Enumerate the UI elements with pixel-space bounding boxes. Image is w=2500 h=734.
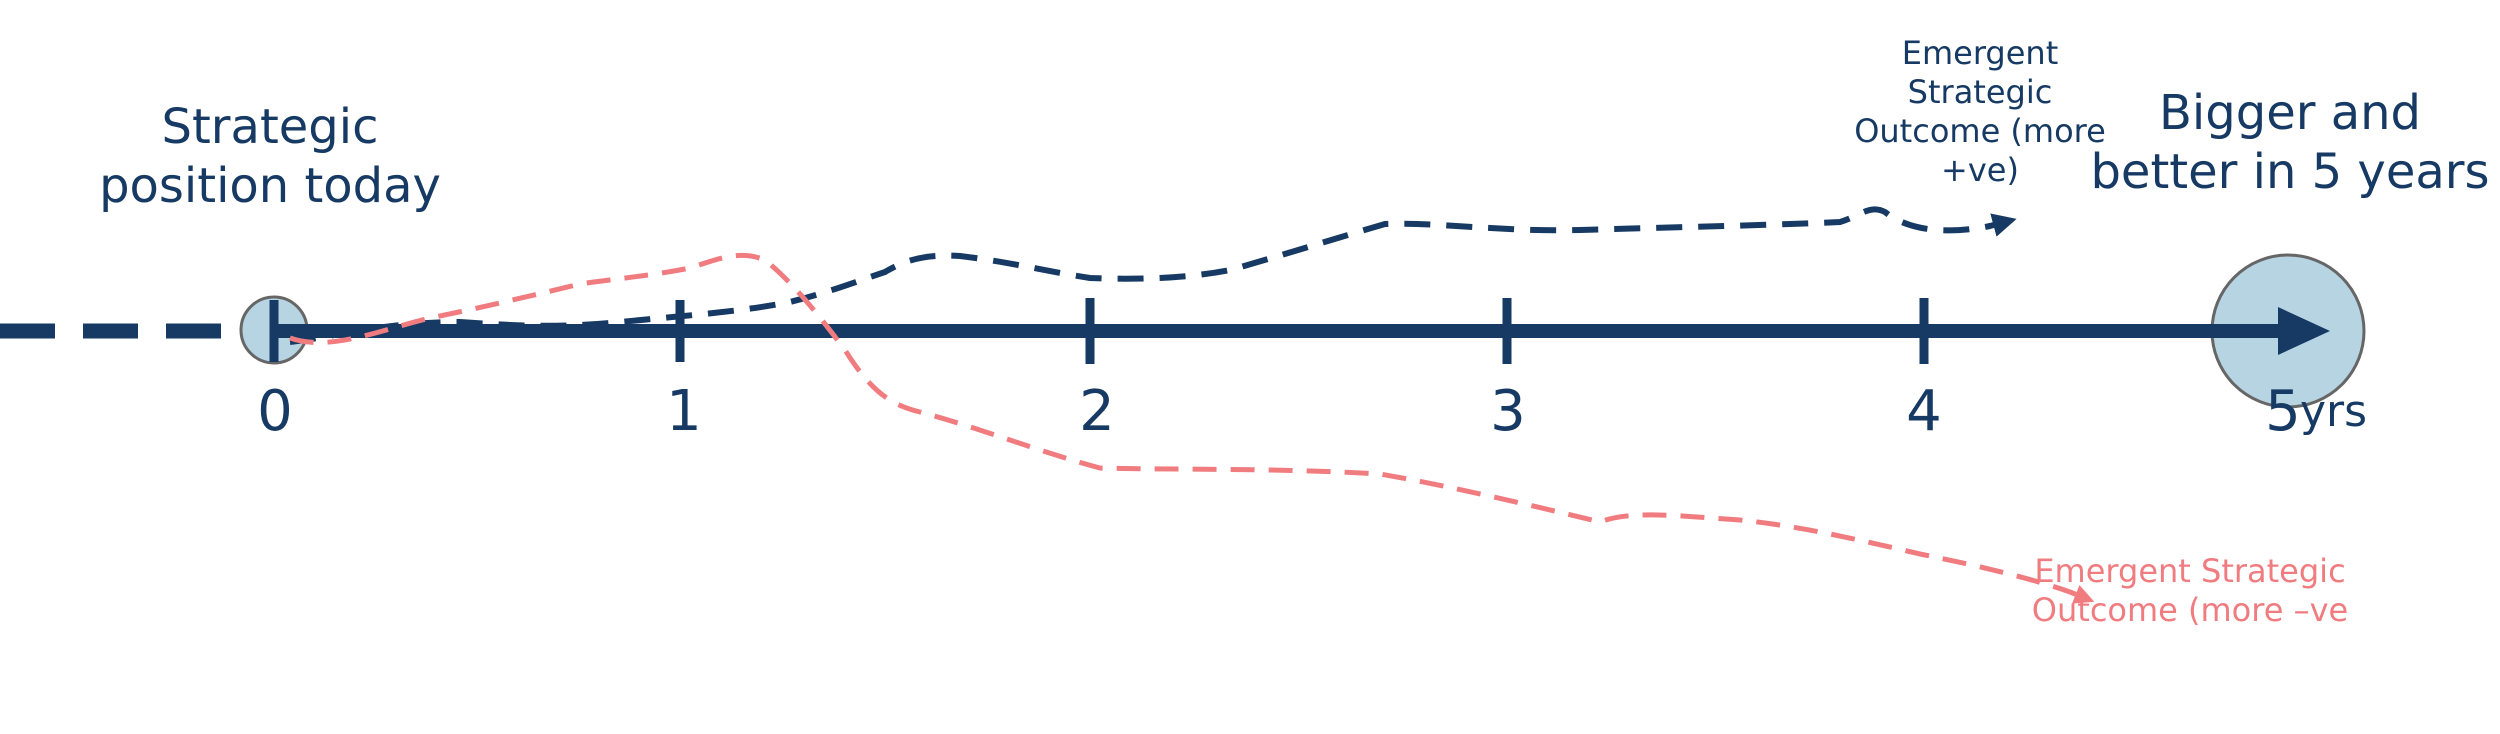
tick-label-4: 4 bbox=[1906, 379, 1942, 444]
start-position-label: Strategic position today bbox=[99, 99, 441, 214]
end-goal-label: Bigger and better in 5 years bbox=[2090, 85, 2490, 200]
tick-label-1: 1 bbox=[666, 379, 702, 444]
positive-outcome-label: Emergent Strategic Outcome (more +ve) bbox=[1854, 34, 2106, 190]
tick-label-2: 2 bbox=[1079, 379, 1115, 444]
tick-label-3: 3 bbox=[1490, 379, 1526, 444]
axis-arrowhead bbox=[2278, 307, 2330, 355]
tick-label-5: 5 bbox=[2265, 379, 2301, 444]
negative-outcome-path bbox=[289, 252, 2095, 604]
tick-unit-yrs: yrs bbox=[2300, 386, 2367, 437]
tick-label-0: 0 bbox=[257, 379, 293, 444]
negative-outcome-label: Emergent Strategic Outcome (more –ve bbox=[2031, 552, 2349, 630]
positive-outcome-path bbox=[289, 206, 2017, 345]
